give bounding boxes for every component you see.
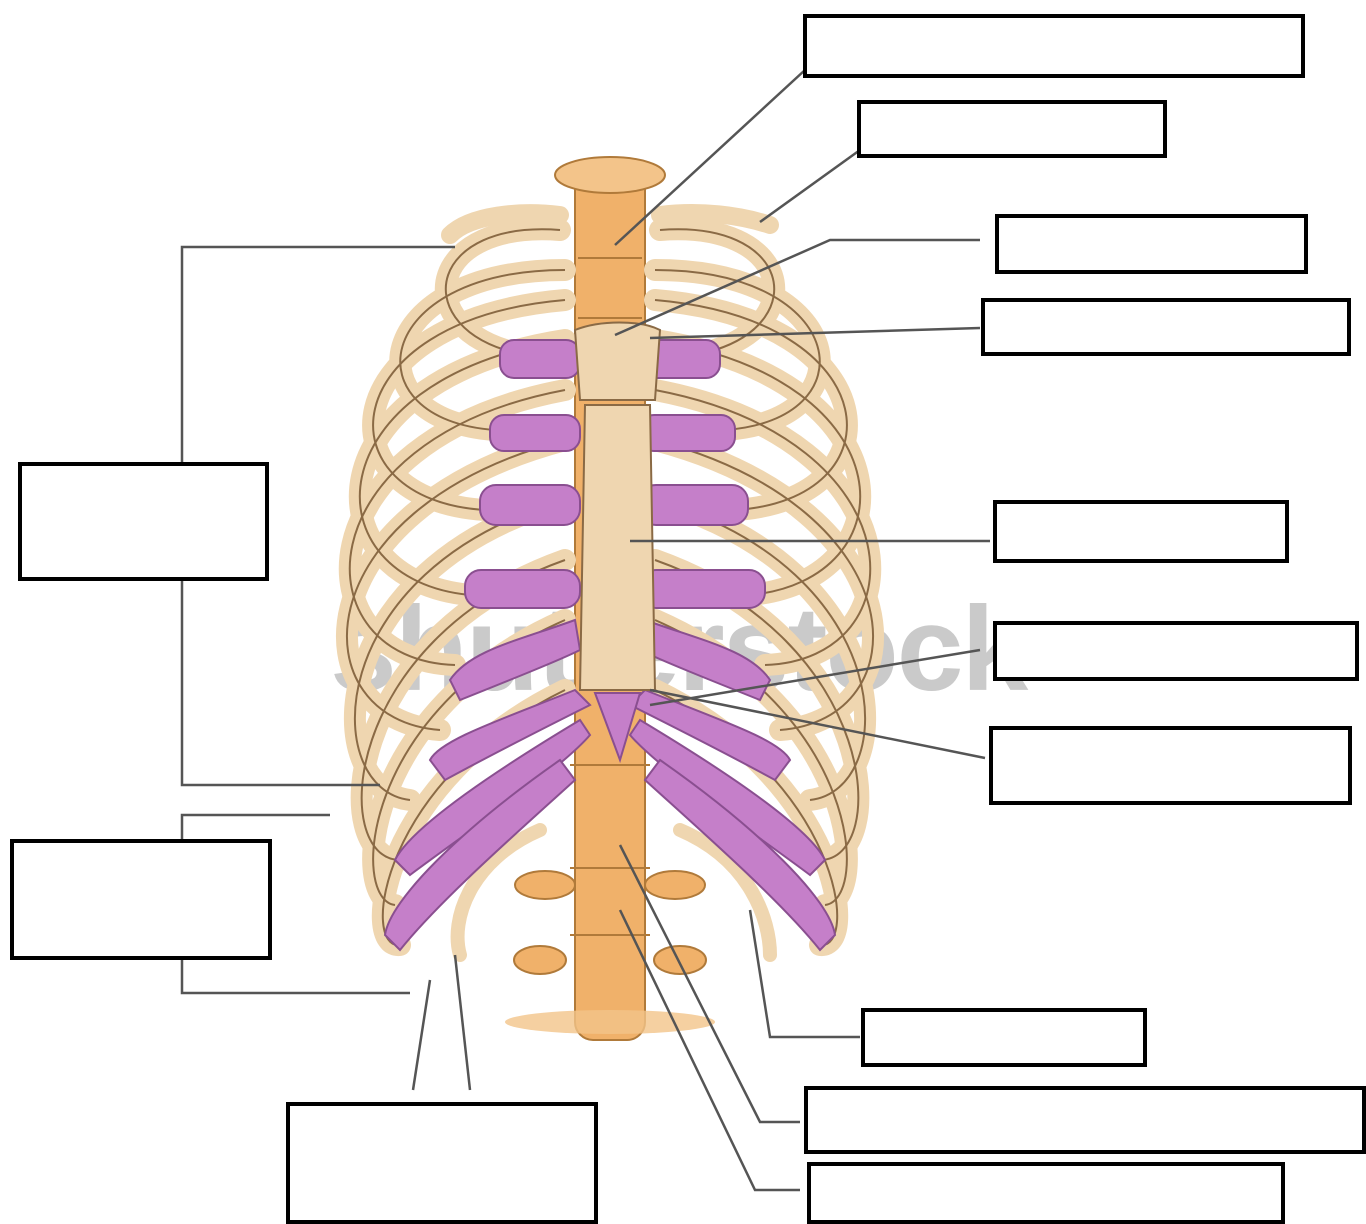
label-box-floating-ribs[interactable] [286,1102,598,1224]
label-box-jugular-notch[interactable] [995,214,1308,274]
label-box-body-sternum[interactable] [993,500,1289,563]
label-box-true-ribs[interactable] [18,462,269,581]
label-box-lower-rib[interactable] [861,1008,1147,1067]
label-box-manubrium[interactable] [981,298,1351,356]
label-box-costal-cartilage[interactable] [989,726,1352,805]
label-box-false-ribs[interactable] [10,839,272,960]
label-box-vertebra-2[interactable] [807,1162,1285,1224]
label-box-clavicle[interactable] [857,100,1167,158]
label-box-vertebral-top[interactable] [803,14,1305,78]
label-box-xiphoid[interactable] [993,621,1359,681]
label-box-vertebra-1[interactable] [804,1086,1366,1154]
